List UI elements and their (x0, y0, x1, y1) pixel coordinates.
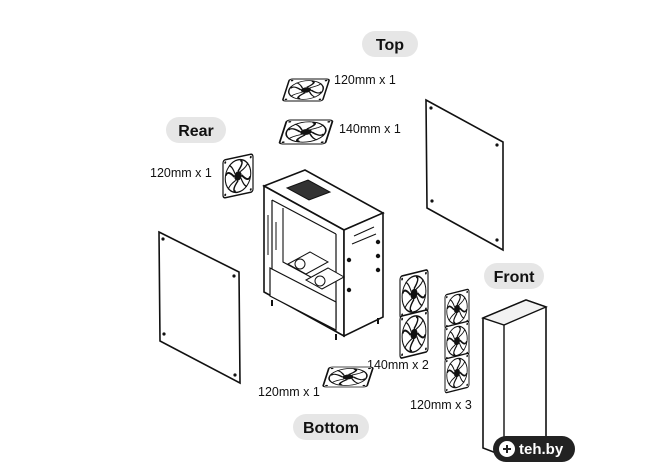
spec-bottom-120: 120mm x 1 (258, 385, 320, 399)
spec-top-140: 140mm x 1 (339, 122, 401, 136)
fan-icon (321, 365, 375, 389)
pc-case (262, 169, 385, 340)
spec-front-120: 120mm x 3 (410, 398, 472, 412)
label-bottom: Bottom (293, 414, 369, 440)
watermark: teh.by (493, 436, 575, 462)
svg-text:Front: Front (494, 269, 536, 286)
label-front: Front (484, 263, 544, 289)
label-top: Top (362, 31, 418, 57)
fan-icon (281, 77, 331, 103)
svg-text:Rear: Rear (178, 123, 214, 140)
spec-rear-120: 120mm x 1 (150, 166, 212, 180)
svg-text:Top: Top (376, 37, 404, 54)
side-panel-left (158, 230, 241, 385)
fan-icon (222, 152, 254, 200)
fan-icon (277, 118, 335, 146)
front-fans-120 (444, 288, 470, 394)
label-rear: Rear (166, 117, 226, 143)
svg-text:Bottom: Bottom (303, 420, 359, 437)
fan-icon (444, 352, 470, 394)
front-bezel (481, 299, 548, 457)
front-fans-140 (398, 268, 430, 360)
svg-text:teh.by: teh.by (519, 441, 564, 458)
spec-top-120: 120mm x 1 (334, 73, 396, 87)
fan-icon (398, 308, 430, 360)
side-panel-right (425, 98, 504, 252)
spec-front-140: 140mm x 2 (367, 358, 429, 372)
